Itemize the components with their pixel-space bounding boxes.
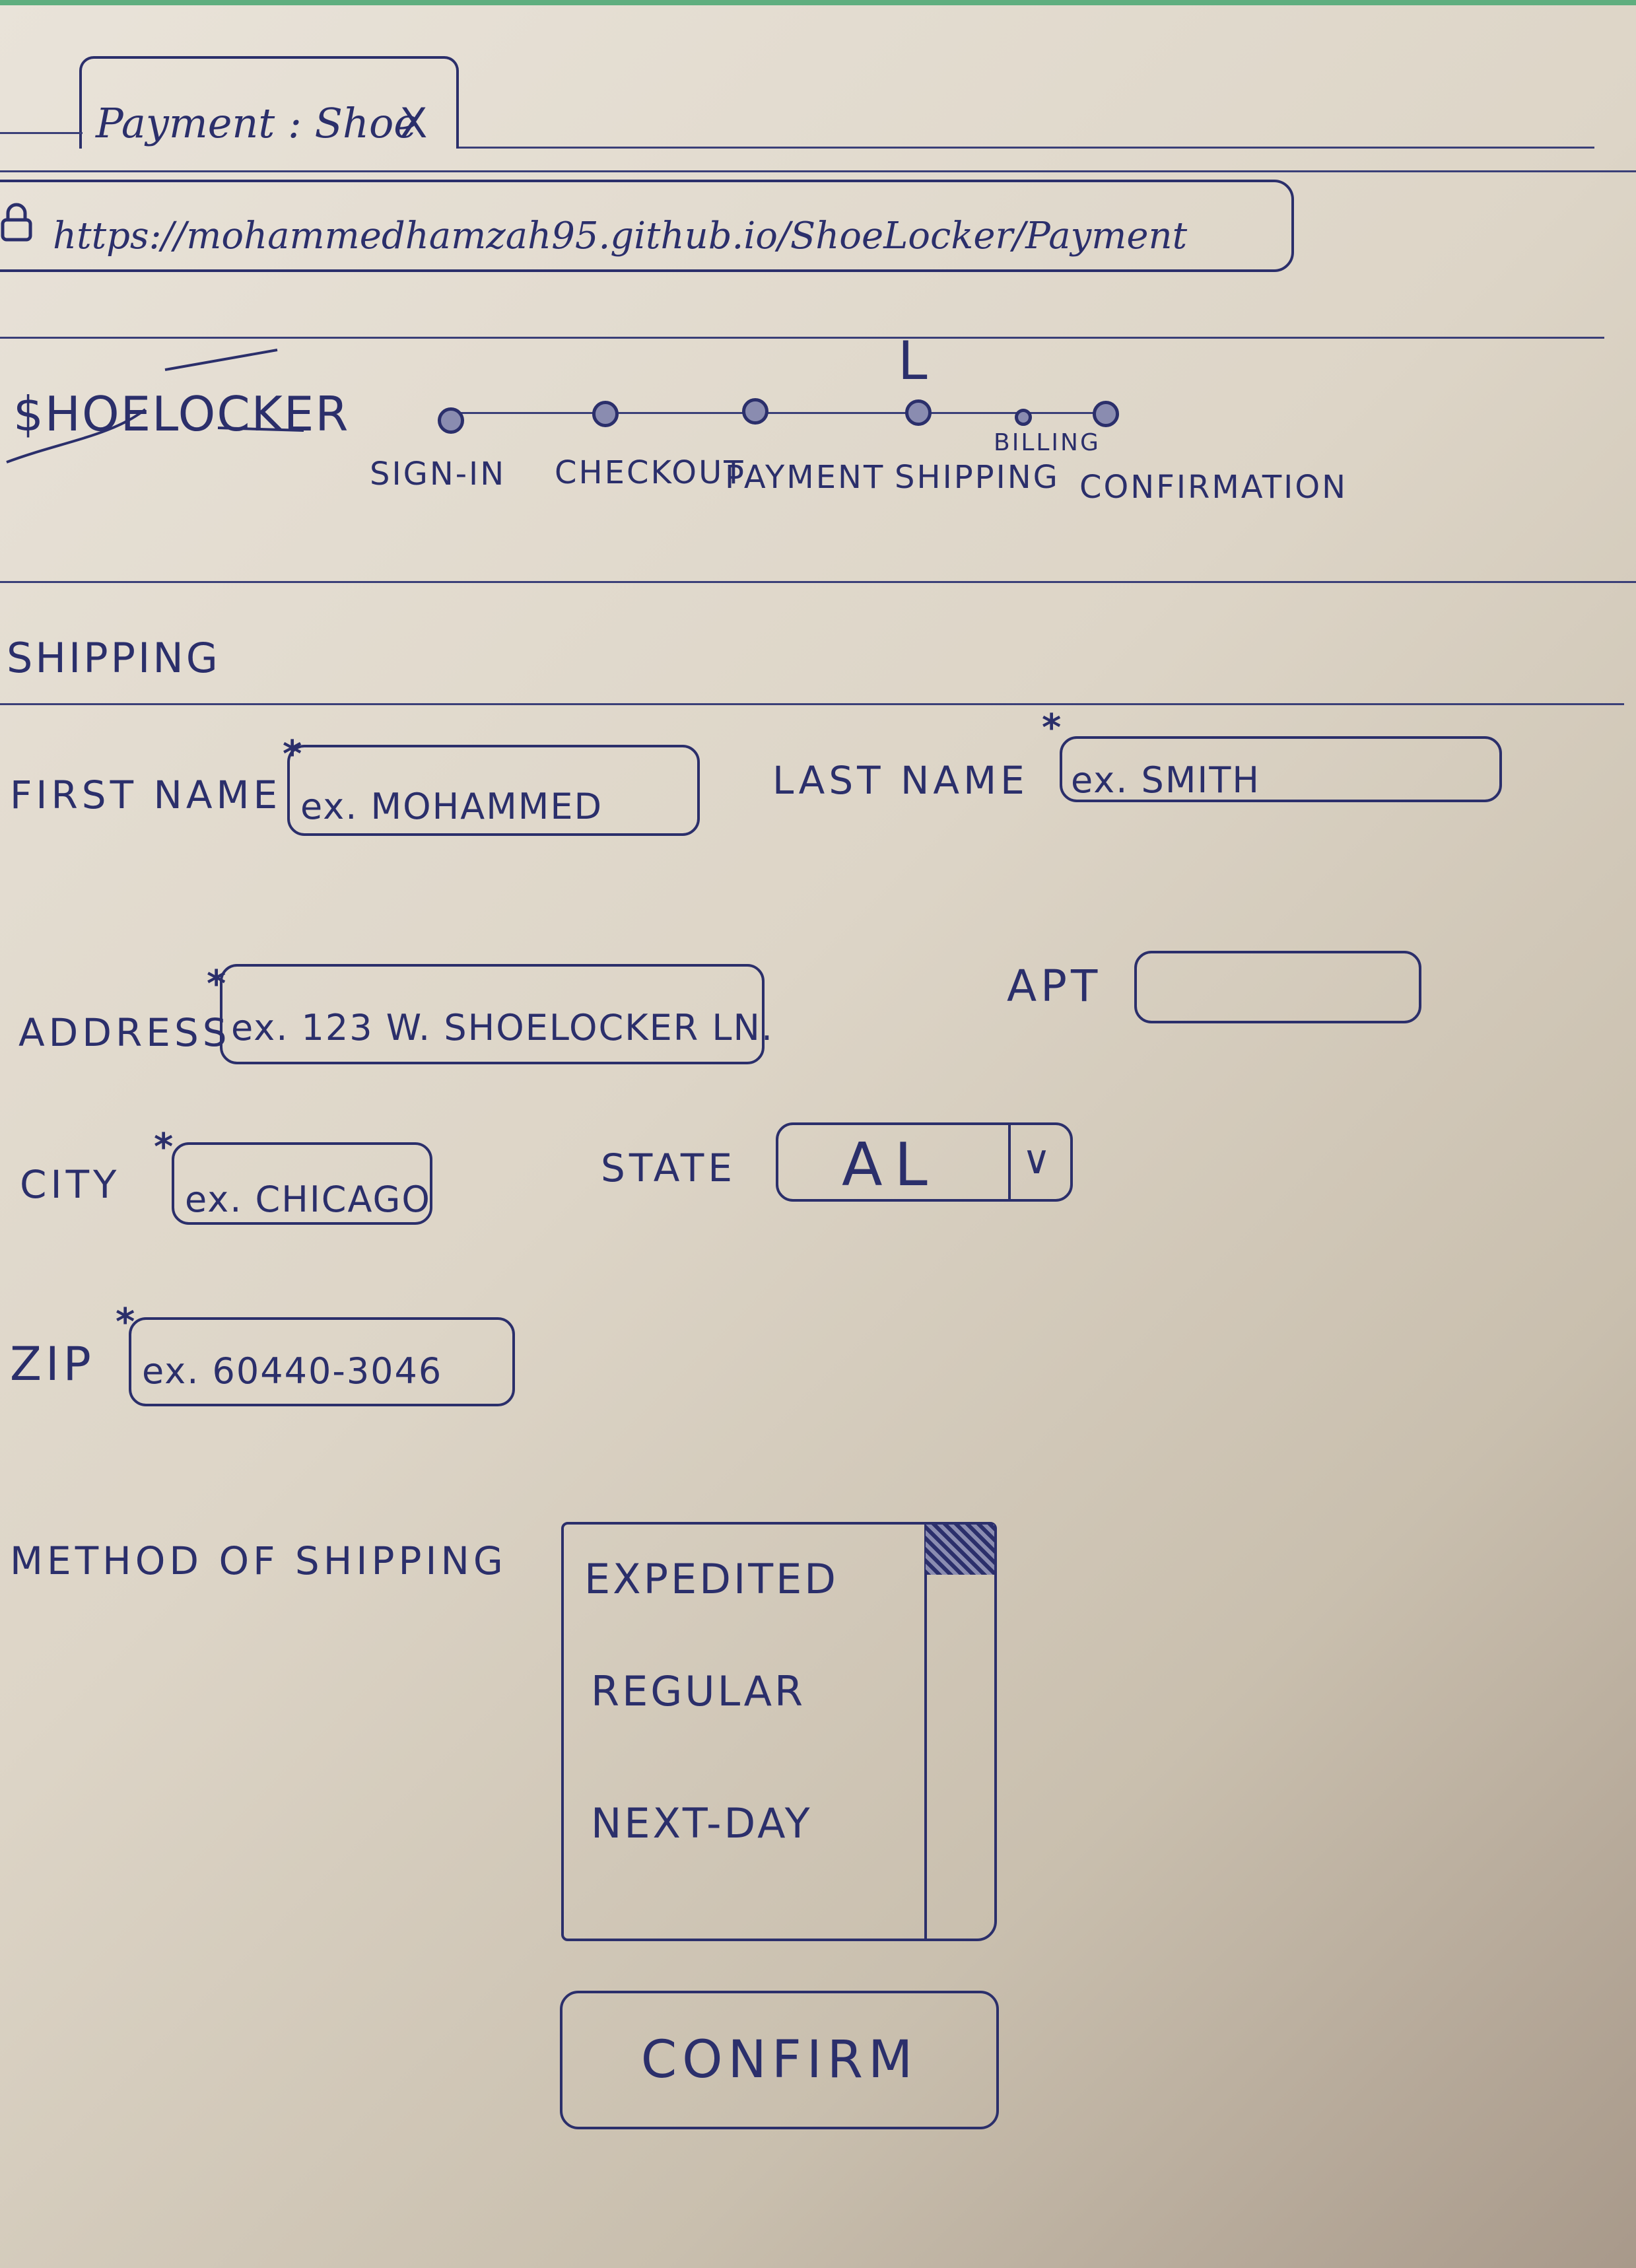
- section-title: SHIPPING: [7, 634, 221, 682]
- url-text[interactable]: https://mohammedhamzah95.github.io/ShoeL…: [53, 215, 1188, 258]
- address-placeholder: ex. 123 W. SHOELOCKER LN.: [231, 1007, 774, 1048]
- required-asterisk: *: [154, 1126, 174, 1169]
- zip-placeholder: ex. 60440-3046: [142, 1350, 443, 1392]
- zip-field[interactable]: [129, 1317, 515, 1406]
- step-label-checkout: CHECKOUT: [555, 454, 745, 491]
- city-placeholder: ex. CHICAGO: [185, 1179, 431, 1220]
- first-name-field[interactable]: [287, 745, 700, 836]
- step-label-sign-in: SIGN-IN: [370, 456, 506, 493]
- section-divider: [0, 703, 1624, 705]
- tab-strip-line: [459, 147, 1594, 149]
- background-strip: [0, 0, 1636, 5]
- lock-icon: [0, 201, 33, 242]
- apt-field[interactable]: [1134, 951, 1421, 1023]
- tab-strip-line: [0, 132, 83, 134]
- current-step-marker-icon: L: [898, 330, 928, 392]
- stepper-track: [449, 412, 1109, 414]
- last-name-label: LAST NAME: [772, 758, 1029, 803]
- zip-label: ZIP: [10, 1337, 95, 1391]
- state-value: AL: [842, 1130, 939, 1200]
- first-name-label: FIRST NAME: [10, 773, 282, 817]
- confirm-button[interactable]: CONFIRM: [560, 1991, 999, 2129]
- last-name-placeholder: ex. SMITH: [1071, 759, 1260, 801]
- listbox-scrollbar[interactable]: [924, 1522, 927, 1941]
- shipping-method-listbox[interactable]: [561, 1522, 997, 1941]
- shoelocker-logo[interactable]: $HOELOCKER: [13, 386, 350, 442]
- toolbar-divider: [0, 170, 1636, 172]
- last-name-field[interactable]: [1060, 736, 1502, 802]
- step-label-payment: PAYMENT: [725, 459, 885, 496]
- first-name-placeholder: ex. MOHAMMED: [300, 786, 603, 827]
- required-asterisk: *: [207, 963, 226, 1006]
- step-dot-confirmation[interactable]: [1093, 401, 1119, 427]
- step-dot-payment[interactable]: [742, 398, 768, 425]
- step-dot-shipping[interactable]: [905, 399, 932, 426]
- logo-swoosh: [0, 343, 310, 475]
- tab-title: Payment : Shoe: [96, 99, 418, 147]
- city-label: CITY: [20, 1162, 121, 1207]
- required-asterisk: *: [116, 1301, 135, 1344]
- address-label: ADDRESS: [18, 1010, 231, 1055]
- shipping-option-regular[interactable]: REGULAR: [591, 1667, 806, 1715]
- apt-label: APT: [1007, 961, 1102, 1012]
- step-label-billing: BILLING: [994, 429, 1101, 456]
- shipping-method-label: METHOD OF SHIPPING: [10, 1538, 507, 1583]
- step-dot-billing[interactable]: [1015, 409, 1032, 426]
- step-label-shipping: SHIPPING: [895, 459, 1060, 496]
- confirm-button-label: CONFIRM: [640, 2030, 918, 2090]
- shipping-option-expedited[interactable]: EXPEDITED: [584, 1555, 839, 1603]
- shipping-option-next-day[interactable]: NEXT-DAY: [591, 1799, 813, 1847]
- state-select[interactable]: [776, 1122, 1073, 1202]
- step-label-confirmation: CONFIRMATION: [1079, 469, 1348, 506]
- state-select-divider: [1008, 1122, 1011, 1200]
- city-field[interactable]: [172, 1142, 432, 1225]
- stepper-divider: [0, 581, 1636, 583]
- browser-tab[interactable]: [79, 56, 459, 149]
- address-field[interactable]: [220, 964, 765, 1064]
- header-divider: [0, 337, 1604, 339]
- step-dot-sign-in[interactable]: [438, 407, 464, 434]
- step-dot-checkout[interactable]: [592, 401, 619, 427]
- scrollbar-thumb[interactable]: [926, 1525, 994, 1575]
- required-asterisk: *: [1042, 706, 1062, 749]
- url-bar[interactable]: [0, 180, 1294, 272]
- state-label: STATE: [601, 1146, 736, 1190]
- tab-close-icon[interactable]: X: [399, 99, 428, 147]
- chevron-down-icon[interactable]: ∨: [1022, 1137, 1051, 1183]
